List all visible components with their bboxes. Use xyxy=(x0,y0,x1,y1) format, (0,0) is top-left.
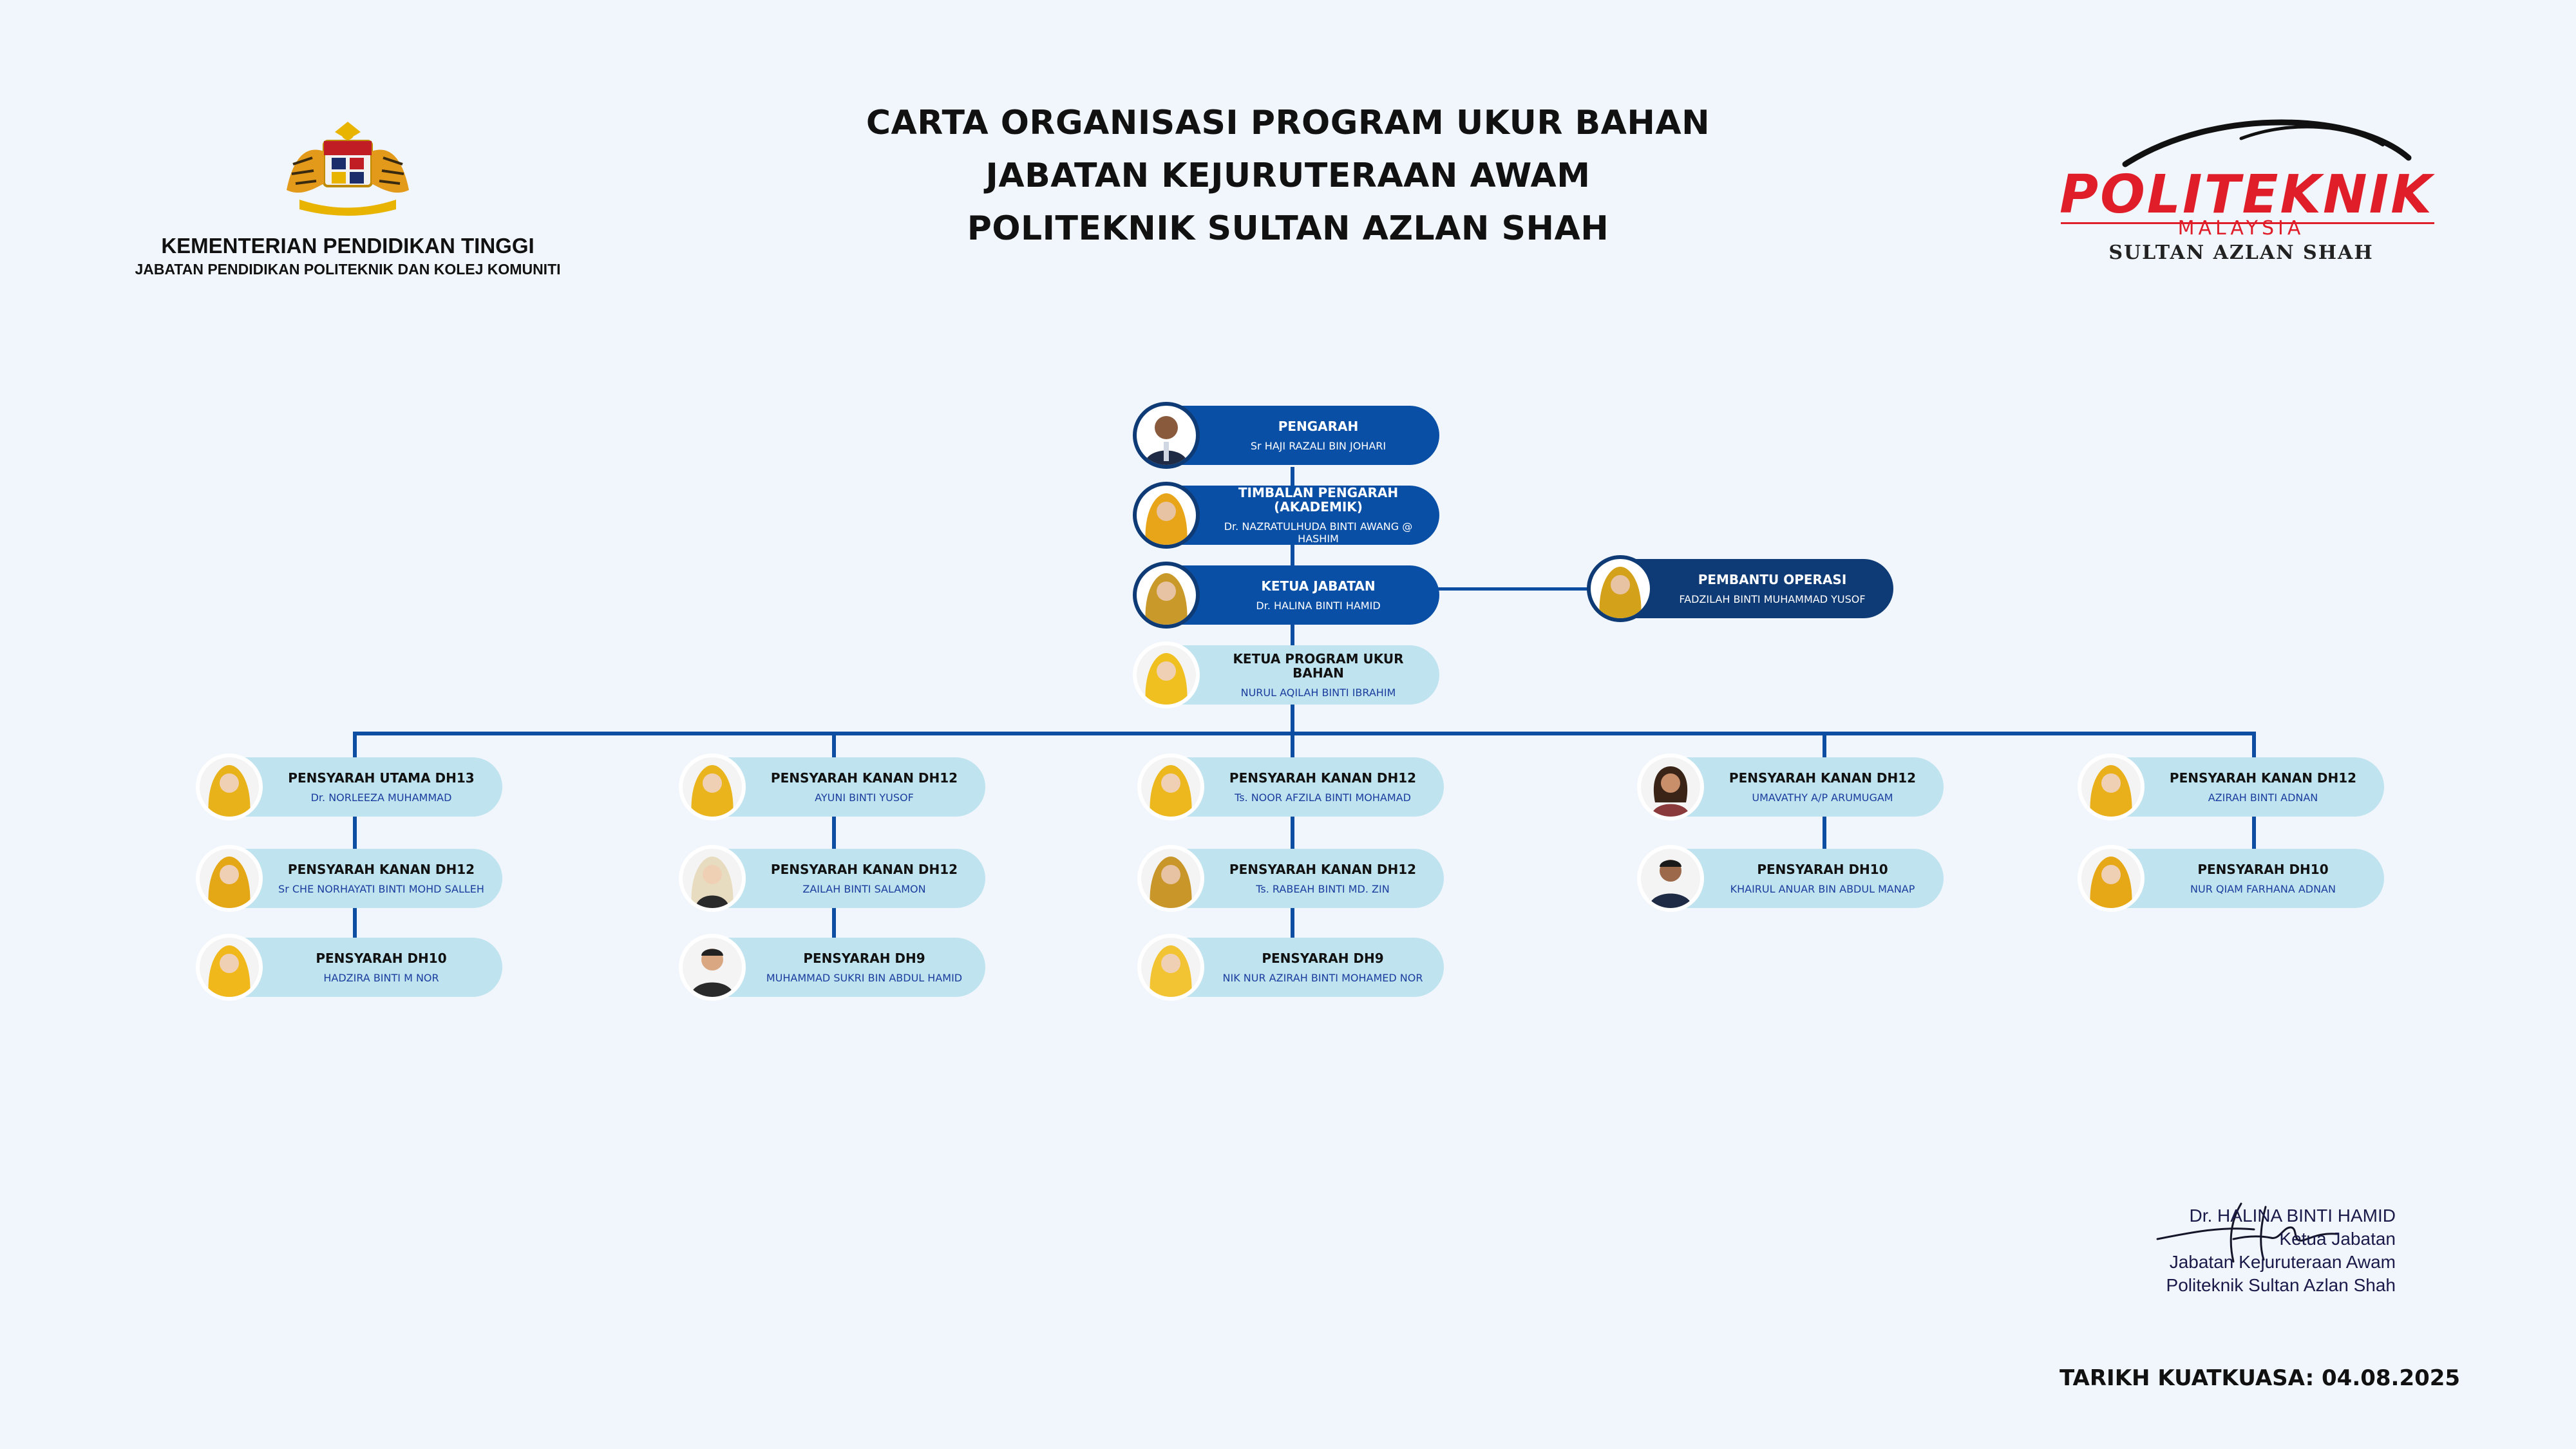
node-name: Dr. NORLEEZA MUHAMMAD xyxy=(310,791,452,804)
node-name: AYUNI BINTI YUSOF xyxy=(815,791,914,804)
node-lecturer: PENSYARAH KANAN DH12 UMAVATHY A/P ARUMUG… xyxy=(1637,753,1944,820)
node-role: PENSYARAH KANAN DH12 xyxy=(2169,770,2357,786)
person-photo-icon xyxy=(196,845,263,912)
node-role: PENSYARAH DH10 xyxy=(316,950,447,966)
node-name: Sr CHE NORHAYATI BINTI MOHD SALLEH xyxy=(278,882,484,895)
title-line-2: JABATAN KEJURUTERAAN AWAM xyxy=(985,156,1591,195)
node-name: NIK NUR AZIRAH BINTI MOHAMED NOR xyxy=(1222,971,1423,984)
node-timbalan-pengarah: TIMBALAN PENGARAH (AKADEMIK) Dr. NAZRATU… xyxy=(1133,482,1439,549)
node-role: PENSYARAH KANAN DH12 xyxy=(1229,861,1417,877)
node-pengarah: PENGARAH Sr HAJI RAZALI BIN JOHARI xyxy=(1133,402,1439,469)
person-photo-icon xyxy=(1133,641,1200,708)
logo-rule xyxy=(2061,222,2434,224)
person-photo-icon xyxy=(1133,402,1200,469)
person-photo-icon xyxy=(196,753,263,820)
node-name: Ts. RABEAH BINTI MD. ZIN xyxy=(1256,882,1390,895)
node-lecturer: PENSYARAH DH10 HADZIRA BINTI M NOR xyxy=(196,934,502,1001)
node-role: PEMBANTU OPERASI xyxy=(1698,571,1847,587)
node-name: AZIRAH BINTI ADNAN xyxy=(2208,791,2318,804)
title-line-1: CARTA ORGANISASI PROGRAM UKUR BAHAN xyxy=(866,104,1710,142)
node-lecturer: PENSYARAH UTAMA DH13 Dr. NORLEEZA MUHAMM… xyxy=(196,753,502,820)
node-role: PENSYARAH DH9 xyxy=(1262,950,1384,966)
node-role: PENSYARAH KANAN DH12 xyxy=(1728,770,1917,786)
node-role: PENSYARAH KANAN DH12 xyxy=(770,770,958,786)
node-lecturer: PENSYARAH KANAN DH12 Sr CHE NORHAYATI BI… xyxy=(196,845,502,912)
node-lecturer: PENSYARAH KANAN DH12 AYUNI BINTI YUSOF xyxy=(679,753,985,820)
person-photo-icon xyxy=(1587,555,1654,622)
person-photo-icon xyxy=(1133,562,1200,629)
node-role: PENGARAH xyxy=(1278,418,1359,434)
person-photo-icon xyxy=(1137,753,1204,820)
node-role: KETUA JABATAN xyxy=(1261,578,1376,594)
node-name: Ts. NOOR AFZILA BINTI MOHAMAD xyxy=(1235,791,1411,804)
node-ketua-jabatan: KETUA JABATAN Dr. HALINA BINTI HAMID xyxy=(1133,562,1439,629)
signature-department: Jabatan Kejuruteraan Awam xyxy=(2169,1252,2396,1272)
node-lecturer: PENSYARAH DH9 MUHAMMAD SUKRI BIN ABDUL H… xyxy=(679,934,985,1001)
signature-block: Dr. HALINA BINTI HAMID Ketua Jabatan Jab… xyxy=(2099,1202,2396,1297)
person-photo-icon xyxy=(1637,753,1704,820)
person-photo-icon xyxy=(1137,934,1204,1001)
node-role: PENSYARAH DH9 xyxy=(803,950,925,966)
malaysia-crest-logo xyxy=(287,122,409,216)
node-lecturer: PENSYARAH KANAN DH12 Ts. RABEAH BINTI MD… xyxy=(1137,845,1444,912)
node-lecturer: PENSYARAH KANAN DH12 AZIRAH BINTI ADNAN xyxy=(2078,753,2384,820)
signature-name: Dr. HALINA BINTI HAMID xyxy=(2189,1206,2396,1226)
person-photo-icon xyxy=(679,753,746,820)
title-line-3: POLITEKNIK SULTAN AZLAN SHAH xyxy=(967,209,1609,248)
person-photo-icon xyxy=(1637,845,1704,912)
effective-date: TARIKH KUATKUASA: 04.08.2025 xyxy=(2060,1365,2461,1391)
node-ketua-program: KETUA PROGRAM UKUR BAHAN NURUL AQILAH BI… xyxy=(1133,641,1439,708)
node-role: PENSYARAH DH10 xyxy=(1757,861,1888,877)
node-lecturer: PENSYARAH KANAN DH12 Ts. NOOR AFZILA BIN… xyxy=(1137,753,1444,820)
logo-subtitle: MALAYSIA xyxy=(2177,217,2305,240)
ministry-block: KEMENTERIAN PENDIDIKAN TINGGI JABATAN PE… xyxy=(97,119,599,278)
node-name: MUHAMMAD SUKRI BIN ABDUL HAMID xyxy=(766,971,963,984)
node-role: KETUA PROGRAM UKUR BAHAN xyxy=(1233,650,1404,681)
node-name: UMAVATHY A/P ARUMUGAM xyxy=(1752,791,1893,804)
node-name: KHAIRUL ANUAR BIN ABDUL MANAP xyxy=(1730,882,1915,895)
node-role: PENSYARAH UTAMA DH13 xyxy=(288,770,475,786)
politeknik-logo: POLITEKNIK MALAYSIA SULTAN AZLAN SHAH xyxy=(2048,113,2467,267)
signature-scrawl xyxy=(2156,1202,2339,1263)
node-name: NUR QIAM FARHANA ADNAN xyxy=(2190,882,2336,895)
node-name: Sr HAJI RAZALI BIN JOHARI xyxy=(1250,439,1387,452)
node-pembantu-operasi: PEMBANTU OPERASI FADZILAH BINTI MUHAMMAD… xyxy=(1587,555,1893,622)
node-name: NURUL AQILAH BINTI IBRAHIM xyxy=(1240,686,1396,699)
node-name: Dr. HALINA BINTI HAMID xyxy=(1256,599,1381,612)
logo-campus: SULTAN AZLAN SHAH xyxy=(2108,242,2374,264)
person-photo-icon xyxy=(2078,845,2145,912)
node-name: FADZILAH BINTI MUHAMMAD YUSOF xyxy=(1679,592,1866,605)
node-name: ZAILAH BINTI SALAMON xyxy=(802,882,926,895)
signature-title: Ketua Jabatan xyxy=(2279,1229,2396,1249)
connector-bus xyxy=(353,732,2256,735)
logo-word: POLITEKNIK xyxy=(2060,164,2434,225)
node-role: PENSYARAH KANAN DH12 xyxy=(1229,770,1417,786)
chart-title: CARTA ORGANISASI PROGRAM UKUR BAHAN JABA… xyxy=(644,97,1932,255)
signature-institution: Politeknik Sultan Azlan Shah xyxy=(2166,1275,2396,1295)
person-photo-icon xyxy=(1137,845,1204,912)
connector-side xyxy=(1436,587,1597,591)
person-photo-icon xyxy=(196,934,263,1001)
node-role: TIMBALAN PENGARAH (AKADEMIK) xyxy=(1238,485,1399,515)
ministry-department: JABATAN PENDIDIKAN POLITEKNIK DAN KOLEJ … xyxy=(135,261,561,278)
person-photo-icon xyxy=(1133,482,1200,549)
node-role: PENSYARAH DH10 xyxy=(2197,861,2329,877)
node-lecturer: PENSYARAH DH10 NUR QIAM FARHANA ADNAN xyxy=(2078,845,2384,912)
node-lecturer: PENSYARAH DH9 NIK NUR AZIRAH BINTI MOHAM… xyxy=(1137,934,1444,1001)
node-role: PENSYARAH KANAN DH12 xyxy=(287,861,475,877)
node-lecturer: PENSYARAH DH10 KHAIRUL ANUAR BIN ABDUL M… xyxy=(1637,845,1944,912)
node-lecturer: PENSYARAH KANAN DH12 ZAILAH BINTI SALAMO… xyxy=(679,845,985,912)
logo-arc-icon xyxy=(2122,119,2412,167)
ministry-name: KEMENTERIAN PENDIDIKAN TINGGI xyxy=(161,234,535,258)
person-photo-icon xyxy=(2078,753,2145,820)
node-role: PENSYARAH KANAN DH12 xyxy=(770,861,958,877)
node-name: Dr. NAZRATULHUDA BINTI AWANG @ HASHIM xyxy=(1224,520,1413,545)
person-photo-icon xyxy=(679,845,746,912)
node-name: HADZIRA BINTI M NOR xyxy=(323,971,439,984)
person-photo-icon xyxy=(679,934,746,1001)
